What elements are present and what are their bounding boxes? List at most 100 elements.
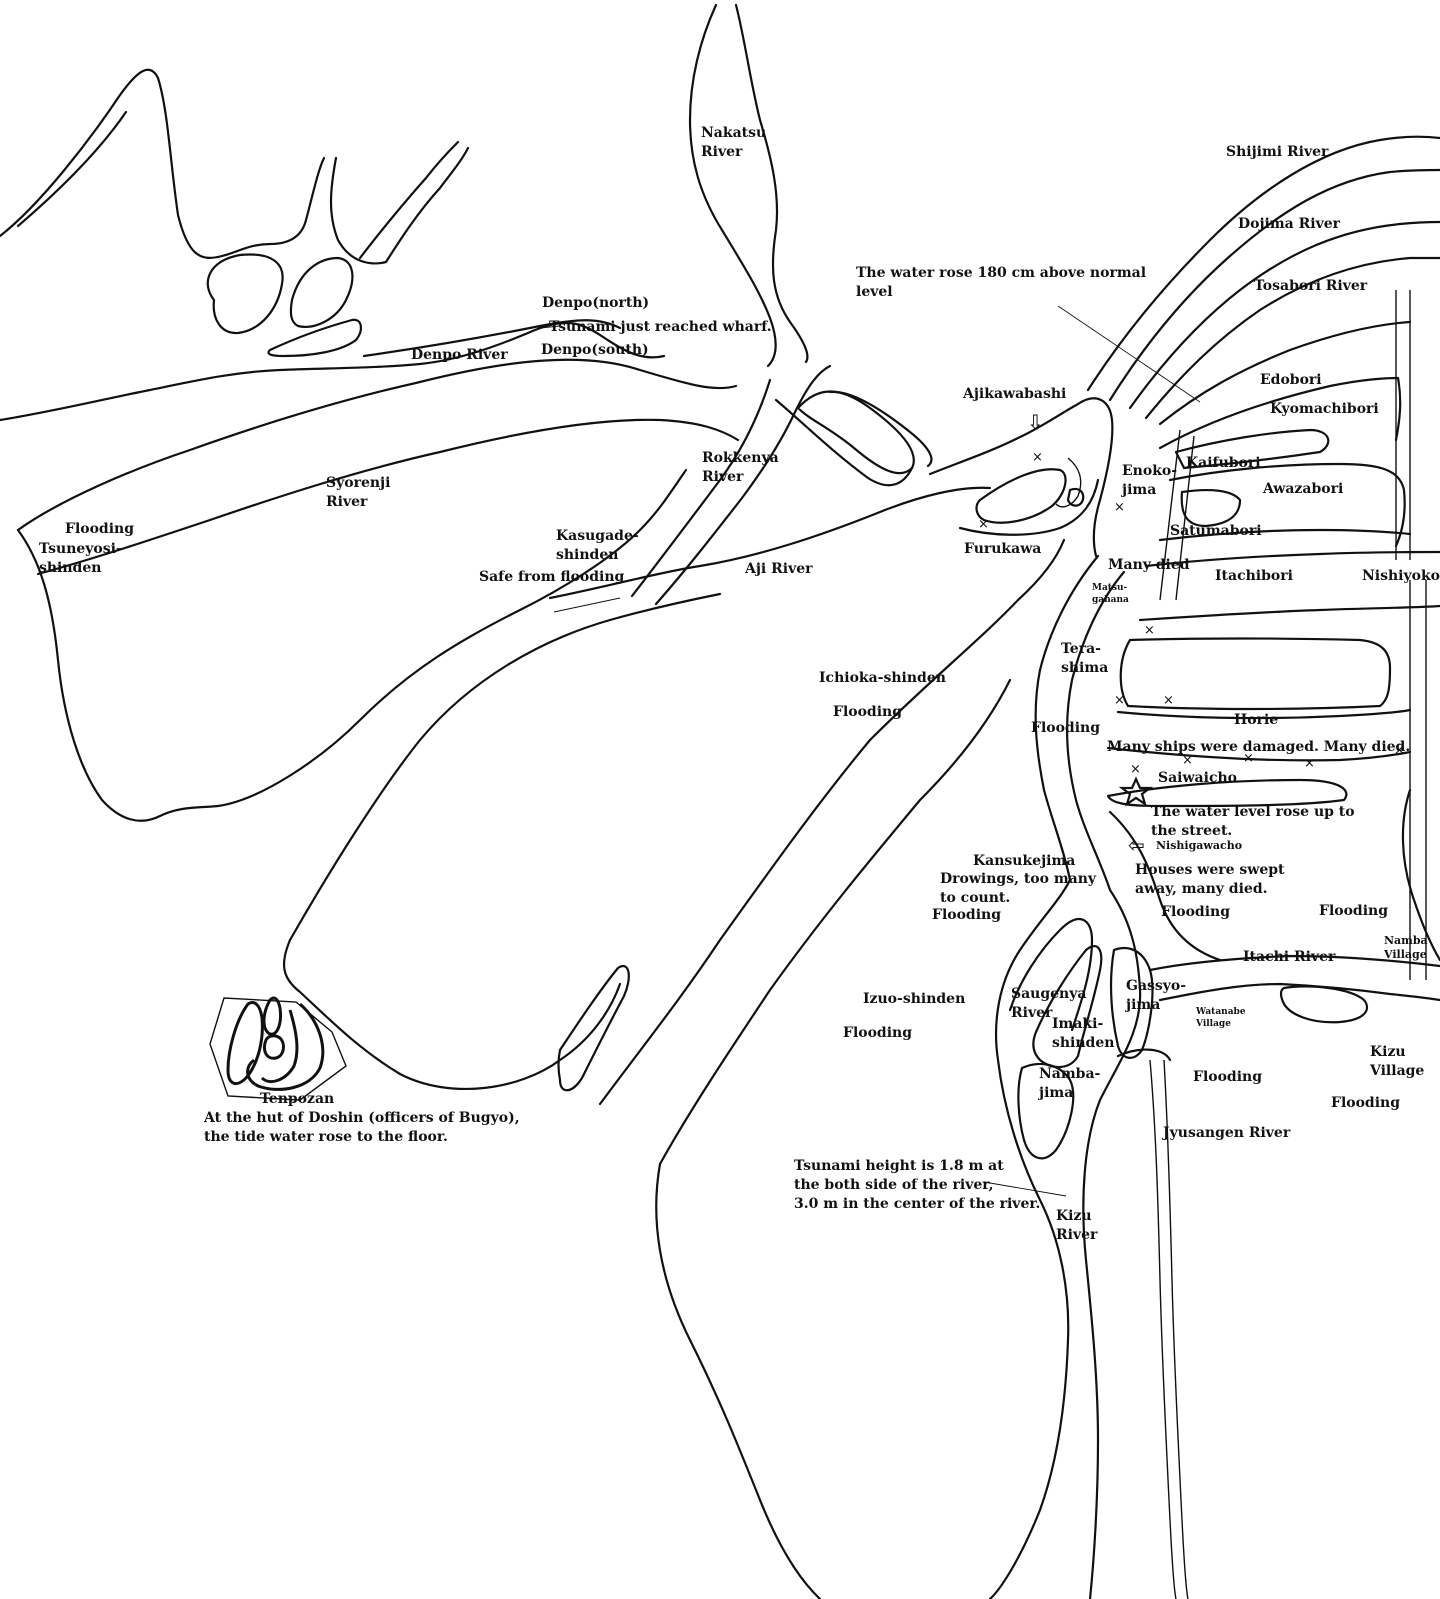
kaifubori-block bbox=[1168, 462, 1406, 548]
rokkenya-east-bank bbox=[654, 364, 832, 606]
label-many-died-1: Many died bbox=[1108, 557, 1190, 573]
ichioka-east-bank bbox=[598, 538, 1066, 1106]
label-flooding-nishigawa: Flooding bbox=[1161, 904, 1231, 920]
label-aji-river: Aji River bbox=[745, 561, 813, 577]
label-tosabori-river: Tosabori River bbox=[1254, 278, 1368, 294]
label-drownings: Drowings, too many to count. bbox=[940, 871, 1097, 906]
label-flooding-east: Flooding bbox=[1319, 903, 1389, 919]
label-itachi-river: Itachi River bbox=[1243, 949, 1336, 965]
label-gassyojima: Gassyo- jima bbox=[1126, 978, 1187, 1013]
label-flooding-terashima: Flooding bbox=[1031, 720, 1101, 736]
creek-center-b bbox=[384, 146, 470, 264]
death-mark-icon: × bbox=[978, 517, 989, 532]
southwest-island bbox=[16, 468, 688, 822]
label-doshin-note: At the hut of Doshin (officers of Bugyo)… bbox=[204, 1110, 520, 1145]
dojima-south-bank bbox=[1144, 256, 1440, 420]
itachi-north-bank bbox=[1148, 954, 1440, 972]
tosabori-block bbox=[1158, 320, 1412, 426]
label-shijimi-river: Shijimi River bbox=[1226, 144, 1329, 160]
death-mark-icon: × bbox=[1114, 500, 1125, 515]
satumabori-block bbox=[1158, 528, 1412, 542]
death-mark-icon: × bbox=[1144, 623, 1155, 638]
kizu-east-bank bbox=[1065, 570, 1142, 1599]
tenpozan-inner-1 bbox=[262, 996, 282, 1036]
islet-2 bbox=[289, 256, 354, 328]
tenpozan-inner-2 bbox=[262, 1034, 285, 1060]
label-flooding-kansukejima: Flooding bbox=[932, 907, 1002, 923]
ichioka-inlet bbox=[557, 965, 630, 1092]
label-tsunami-wharf: Tsunami just reached wharf. bbox=[549, 319, 772, 335]
shijimi-north-bank bbox=[1086, 135, 1440, 392]
label-enokojima: Enoko- jima bbox=[1122, 463, 1178, 498]
horie-south bbox=[1106, 746, 1412, 762]
namba-jima-island bbox=[1017, 1062, 1075, 1160]
label-namba-jima: Namba- jima bbox=[1039, 1066, 1101, 1101]
death-mark-icon: × bbox=[1243, 751, 1254, 766]
ajikawabashi-spur bbox=[1076, 397, 1114, 558]
tenpozan-ring bbox=[246, 1002, 325, 1091]
label-nishigawacho: Nishigawacho bbox=[1156, 839, 1243, 852]
label-houses-swept: Houses were swept away, many died. bbox=[1135, 862, 1285, 897]
label-furukawa: Furukawa bbox=[964, 541, 1042, 557]
label-tsuneyosi-shinden: Tsuneyosi- shinden bbox=[39, 541, 122, 576]
aji-south-bank bbox=[548, 486, 992, 600]
label-flooding-tsuneyosi: Flooding bbox=[65, 521, 135, 537]
label-watanabe-village: Watanabe Village bbox=[1196, 1007, 1246, 1029]
label-flooding-watanabe: Flooding bbox=[1193, 1069, 1263, 1085]
itachibori-block bbox=[1144, 550, 1440, 568]
death-mark-icon: × bbox=[1304, 756, 1315, 771]
label-matsugahana: Matsu- gahana bbox=[1092, 583, 1129, 605]
shijimi-south-bank bbox=[1108, 168, 1440, 402]
down-arrow-icon: ⇩ bbox=[1027, 410, 1044, 434]
death-mark-icon: × bbox=[1130, 762, 1141, 777]
nishigawacho-bank bbox=[1108, 810, 1222, 962]
leader-water-rose bbox=[1057, 305, 1201, 403]
label-denpo-north: Denpo(north) bbox=[542, 295, 650, 311]
dojima-north-bank bbox=[1128, 220, 1440, 410]
ichioka-island bbox=[282, 938, 622, 1090]
rokkenya-islet bbox=[796, 390, 915, 475]
syorenji-north-bank bbox=[16, 358, 738, 532]
death-mark-icon: × bbox=[1032, 450, 1043, 465]
jyusangen-channel-east bbox=[1163, 1059, 1189, 1599]
itachibori-south bbox=[1138, 604, 1440, 622]
kizu-west-bank bbox=[988, 554, 1100, 1599]
label-saugenya-river: Saugenya River bbox=[1011, 986, 1087, 1021]
leader-tsunami-wharf bbox=[539, 325, 561, 329]
ajikawabashi-bank bbox=[1055, 457, 1082, 508]
bridge-jyusangen bbox=[1116, 1048, 1172, 1062]
label-awazabori: Awazabori bbox=[1263, 481, 1344, 497]
creek-west-bank bbox=[16, 110, 128, 228]
islet-1 bbox=[206, 253, 284, 335]
saiwaicho-block bbox=[1106, 778, 1348, 808]
islet-3 bbox=[267, 318, 362, 358]
label-dojima-river: Dojima River bbox=[1238, 216, 1340, 232]
leader-tsunami-height bbox=[983, 1181, 1067, 1197]
imaki-shinden-island bbox=[1032, 945, 1103, 1069]
rokkenya-islet-inner bbox=[828, 390, 933, 468]
furukawa-island bbox=[975, 468, 1067, 524]
label-tsunami-height: Tsunami height is 1.8 m at the both side… bbox=[794, 1158, 1041, 1212]
east-grid-3 bbox=[1159, 429, 1181, 601]
label-water-rose-180: The water rose 180 cm above normal level bbox=[856, 265, 1147, 300]
creek-center-a bbox=[329, 156, 388, 265]
saugenya-west bbox=[1008, 918, 1094, 1032]
label-kizu-village: Kizu Village bbox=[1370, 1044, 1425, 1079]
label-imaki-shinden: Imaki- shinden bbox=[1052, 1016, 1115, 1051]
label-kaifubori: Kaifubori bbox=[1186, 455, 1261, 471]
left-arrow-icon: ⇦ bbox=[1128, 833, 1145, 857]
east-grid-4 bbox=[1175, 435, 1195, 601]
tenpozan-inner-3 bbox=[260, 1009, 299, 1083]
awazabori-block bbox=[1180, 489, 1242, 528]
rokkenya-west-bank bbox=[630, 378, 772, 598]
label-edobori: Edobori bbox=[1260, 372, 1322, 388]
shoreline-northwest-lower bbox=[0, 321, 666, 422]
label-kyomachibori: Kyomachibori bbox=[1270, 401, 1379, 417]
aji-north-bank bbox=[928, 402, 1080, 476]
label-nakatsu-river: Nakatsu River bbox=[701, 125, 767, 160]
furukawa-wharf bbox=[958, 478, 1100, 536]
label-denpo-south: Denpo(south) bbox=[541, 342, 649, 358]
itachi-islet bbox=[1279, 985, 1369, 1024]
